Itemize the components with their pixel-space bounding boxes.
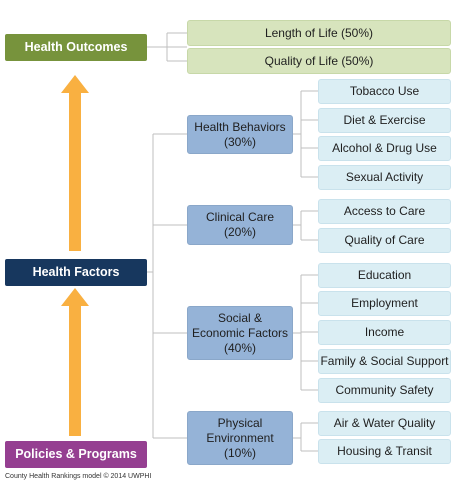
item-education: Education bbox=[318, 263, 451, 288]
item-quality-of-care: Quality of Care bbox=[318, 228, 451, 253]
item-label: Income bbox=[364, 325, 405, 339]
item-access-to-care: Access to Care bbox=[318, 199, 451, 224]
copyright-caption: County Health Rankings model © 2014 UWPH… bbox=[5, 473, 152, 480]
group-label: Health Behaviors (30%) bbox=[194, 119, 286, 149]
item-housing-transit: Housing & Transit bbox=[318, 439, 451, 464]
health-factors-label: Health Factors bbox=[32, 264, 120, 279]
item-sexual-activity: Sexual Activity bbox=[318, 165, 451, 190]
item-label: Tobacco Use bbox=[349, 84, 420, 98]
health-factors-box: Health Factors bbox=[5, 259, 147, 286]
item-label: Community Safety bbox=[335, 383, 434, 397]
group-physical-environment: Physical Environment (10%) bbox=[187, 411, 293, 465]
policies-programs-box: Policies & Programs bbox=[5, 441, 147, 468]
item-tobacco-use: Tobacco Use bbox=[318, 79, 451, 104]
item-label: Access to Care bbox=[343, 204, 426, 218]
item-label: Family & Social Support bbox=[320, 354, 449, 368]
item-air-water-quality: Air & Water Quality bbox=[318, 411, 451, 436]
health-outcomes-label: Health Outcomes bbox=[24, 39, 128, 54]
item-diet-exercise: Diet & Exercise bbox=[318, 108, 451, 133]
item-label: Sexual Activity bbox=[345, 170, 424, 184]
item-employment: Employment bbox=[318, 291, 451, 316]
policies-programs-label: Policies & Programs bbox=[15, 446, 137, 461]
outcome-label: Length of Life (50%) bbox=[264, 25, 374, 40]
item-community-safety: Community Safety bbox=[318, 378, 451, 403]
item-label: Quality of Care bbox=[344, 233, 425, 247]
outcome-length-of-life: Length of Life (50%) bbox=[187, 20, 451, 46]
item-alcohol-drug-use: Alcohol & Drug Use bbox=[318, 136, 451, 161]
outcome-quality-of-life: Quality of Life (50%) bbox=[187, 48, 451, 74]
group-label: Clinical Care (20%) bbox=[205, 210, 275, 239]
arrow-up-icon bbox=[61, 288, 89, 436]
item-label: Alcohol & Drug Use bbox=[332, 141, 437, 155]
item-label: Housing & Transit bbox=[337, 444, 432, 458]
group-clinical-care: Clinical Care (20%) bbox=[187, 205, 293, 245]
group-social-economic: Social & Economic Factors (40%) bbox=[187, 306, 293, 360]
item-family-social-support: Family & Social Support bbox=[318, 349, 451, 374]
item-label: Education bbox=[357, 268, 412, 282]
group-label: Physical Environment (10%) bbox=[206, 415, 274, 460]
group-health-behaviors: Health Behaviors (30%) bbox=[187, 115, 293, 154]
item-label: Employment bbox=[351, 296, 418, 310]
item-label: Diet & Exercise bbox=[343, 113, 426, 127]
group-label: Social & Economic Factors (40%) bbox=[191, 310, 289, 355]
arrow-up-icon bbox=[61, 75, 89, 251]
health-outcomes-box: Health Outcomes bbox=[5, 34, 147, 61]
outcome-label: Quality of Life (50%) bbox=[264, 53, 374, 68]
item-label: Air & Water Quality bbox=[333, 416, 436, 430]
item-income: Income bbox=[318, 320, 451, 345]
